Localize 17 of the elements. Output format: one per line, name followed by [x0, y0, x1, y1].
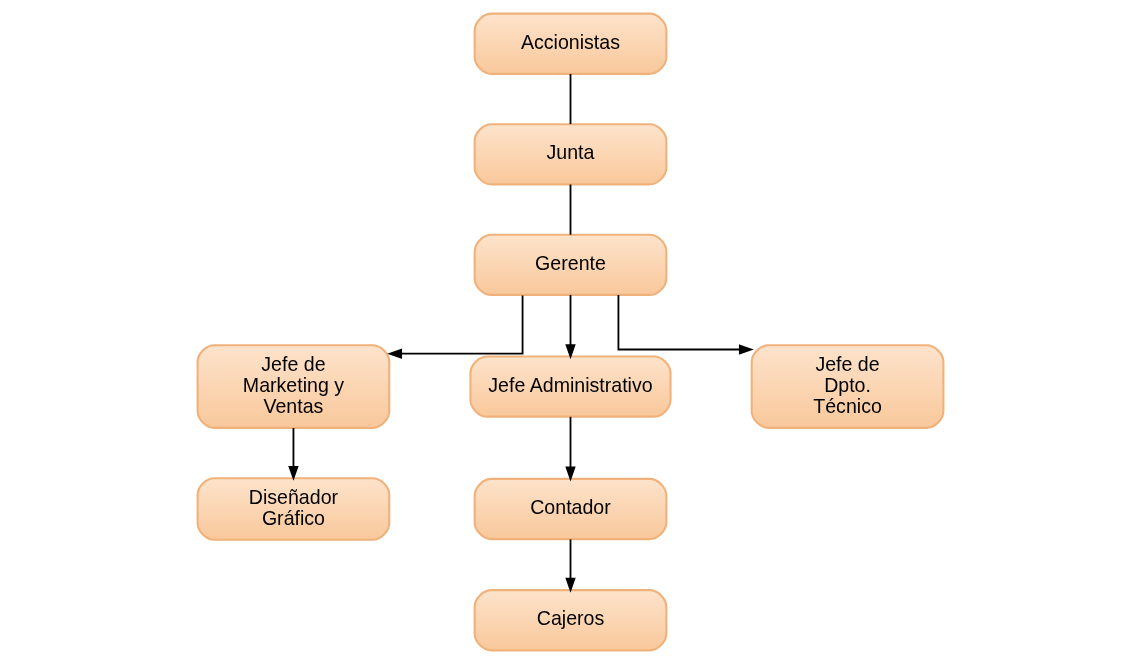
node-box: Cajeros [473, 589, 668, 652]
arrow [288, 427, 299, 481]
arrow [617, 294, 754, 355]
arrow [565, 538, 576, 593]
node-box: Gerente [473, 233, 668, 296]
arrow [565, 415, 576, 482]
node-box: Accionistas [473, 12, 668, 75]
arrow [387, 294, 524, 359]
node-box: Contador [473, 477, 668, 541]
node-box: Junta [473, 123, 668, 186]
node-box: Jefe Administrativo [469, 355, 672, 418]
node-box: Diseñador Gráfico [196, 477, 391, 541]
node-box: Jefe de Dpto. Técnico [750, 344, 945, 429]
node-box: Jefe de Marketing y Ventas [196, 344, 391, 429]
arrow [565, 294, 576, 360]
connector [569, 73, 572, 126]
connector [569, 183, 572, 236]
